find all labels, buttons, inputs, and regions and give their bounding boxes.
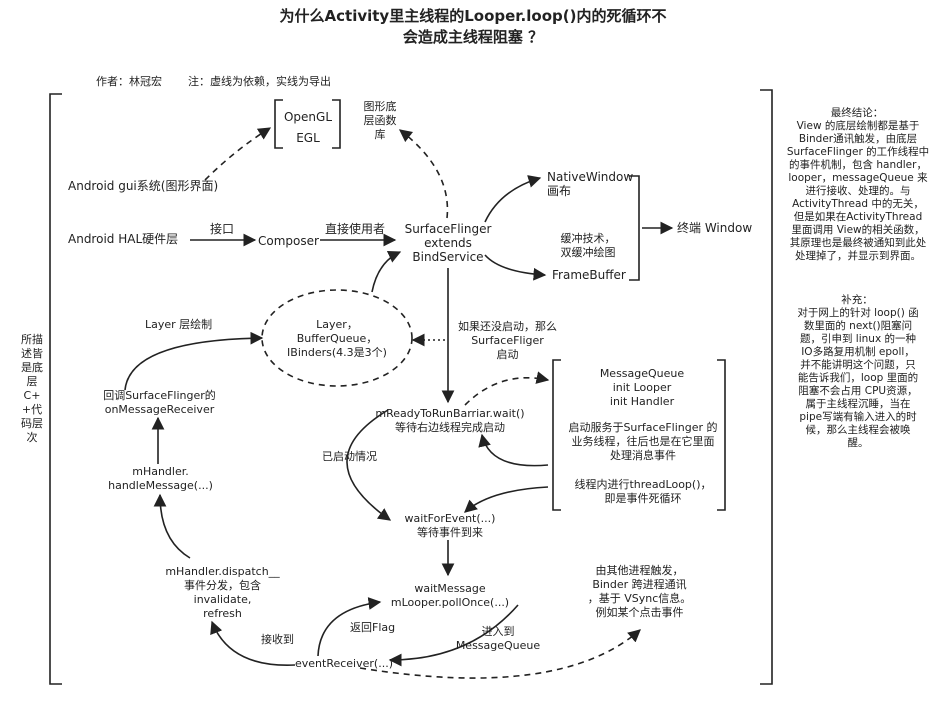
mq-bracket-right	[717, 359, 726, 511]
page-title: 为什么Activity里主线程的Looper.loop()内的死循环不 会造成主…	[279, 7, 667, 46]
egl-label: EGL	[296, 131, 320, 145]
received-label: 接收到	[261, 633, 294, 646]
terminal-window-node: 终端 Window	[677, 221, 753, 235]
author-label: 作者：林冠宏	[96, 75, 162, 88]
arrow-event-to-other	[359, 629, 641, 679]
mq-bracket-left	[552, 359, 561, 511]
wait-for-event-node: waitForEvent(...) 等待事件到来	[404, 512, 496, 539]
enter-mq-label: 进入到 MessageQueue	[455, 625, 541, 652]
other-process-label: 由其他进程触发， Binder 跨进程通讯 ，基于 VSync信息。 例如某个点…	[587, 564, 692, 619]
legend-note: 注：虚线为依赖，实线为导出	[188, 75, 331, 88]
graphics-lib-label: 图形底 层函数 库	[363, 100, 397, 141]
supplement-heading: 补充：	[841, 294, 873, 306]
arrow-callback-to-layer	[124, 331, 264, 391]
ready-wait-node: mReadyToRunBarriar.wait() 等待右边线程完成启动	[375, 407, 525, 434]
arrow-sf-to-framebuffer	[484, 254, 547, 281]
arrow-return-flag	[317, 597, 382, 657]
arrow-gui-to-gl	[204, 127, 272, 181]
started-label: 已启动情况	[322, 450, 377, 463]
layer-ellipse	[261, 289, 413, 387]
handle-message-node: mHandler. handleMessage(...)	[108, 465, 213, 492]
layer-ellipse-label: Layer， BufferQueue， IBinders(4.3是3个)	[287, 318, 387, 359]
layer-draw-label: Layer 层绘制	[145, 318, 213, 331]
left-bracket	[49, 93, 62, 685]
arrow-ready-to-mq	[464, 371, 550, 406]
arrow-sf-to-nativewindow	[484, 175, 542, 223]
arrow-received	[210, 620, 296, 666]
wait-message-node: waitMessage mLooper.pollOnce(...)	[390, 582, 510, 609]
right-bracket	[760, 89, 773, 685]
dispatch-node: mHandler.dispatch__ 事件分发，包含 invalidate, …	[165, 565, 280, 620]
android-hal-label: Android HAL硬件层	[68, 232, 179, 246]
supplement-body: 对于网上的针对 loop() 函 数里面的 next()阻塞问 题，引申到 li…	[797, 307, 919, 449]
mq-threadloop-label: 线程内进行threadLoop()， 即是事件死循环	[574, 478, 712, 505]
arrow-loop-to-waitforevent	[464, 486, 549, 513]
framebuffer-node: FrameBuffer	[552, 268, 626, 282]
direct-use-label: 直接使用者	[325, 222, 386, 236]
conclusion-body: View 的底层绘制都是基于 Binder通讯触发，由底层 SurfaceFli…	[786, 120, 930, 262]
arrow-enter-mq	[388, 604, 519, 667]
nativewindow-node: NativeWindow 画布	[547, 170, 634, 198]
not-started-label: 如果还没启动，那么 SurfaceFliger 启动	[458, 320, 557, 361]
mq-service-label: 启动服务于SurfaceFlinger 的 业务线程，往后也是在它里面 处理消息…	[568, 421, 718, 462]
output-bracket	[629, 175, 640, 281]
arrow-dispatch-to-handle	[153, 493, 191, 559]
mq-init-node: MessageQueue init Looper init Handler	[599, 367, 685, 408]
gl-bracket-right	[332, 99, 341, 149]
arrow-started	[346, 409, 392, 521]
android-gui-label: Android gui系统(图形界面)	[68, 179, 219, 193]
return-flag-label: 返回Flag	[350, 621, 396, 634]
left-description: 所描 述皆 是底 层 C+ +代 码层 次	[21, 333, 43, 444]
buffer-tech-label: 缓冲技术， 双缓冲绘图	[560, 232, 616, 259]
gl-bracket-left	[274, 99, 283, 149]
arrow-service-to-ready	[478, 433, 549, 467]
opengl-label: OpenGL	[283, 110, 333, 124]
arrow-sf-to-lib	[398, 129, 449, 219]
callback-node: 回调SurfaceFlinger的 onMessageReceiver	[103, 389, 216, 416]
surfaceflinger-node: SurfaceFlinger extends BindService	[404, 222, 492, 264]
conclusion-heading: 最终结论：	[830, 107, 884, 119]
arrow-layer-to-sf	[371, 250, 402, 293]
composer-label: Composer	[258, 234, 319, 248]
event-receiver-node: eventReceiver(...)	[295, 657, 393, 670]
interface-label: 接口	[210, 222, 235, 236]
